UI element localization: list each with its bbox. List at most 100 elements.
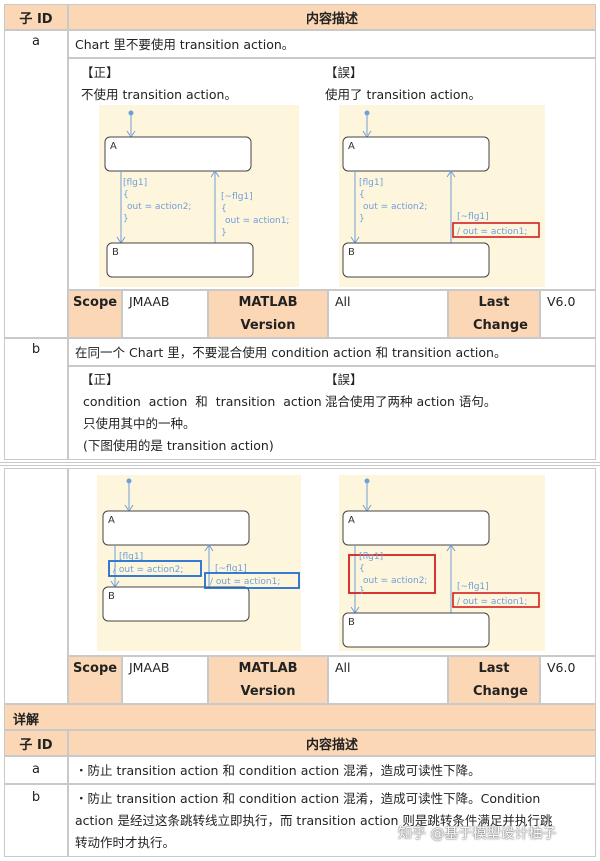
details-row-b-line-2: action 是经过这条跳转线立即执行，而 transition action … xyxy=(75,813,553,828)
details-row-b-line-3: 转动作时才执行。 xyxy=(75,835,176,850)
row-b-correct-diagram: A B [flg1] / out = action2; [~flg1] / ou… xyxy=(97,475,301,651)
row-a-wrong-diagram: A B [flg1] { out = action2; } [~flg1] / … xyxy=(339,105,545,287)
brace-close: } xyxy=(359,586,365,596)
details-row-a-id: a xyxy=(4,756,68,784)
row-b-change-value: V6.0 xyxy=(540,656,596,704)
state-b-label: B xyxy=(112,247,119,258)
row-a-correct-diagram: A B [flg1] { out = action2; } [~flg1] { … xyxy=(99,105,299,287)
details-title: 详解 xyxy=(4,704,596,730)
default-transition-dot xyxy=(126,478,132,484)
condition-not-flg1: [~flg1] xyxy=(457,212,489,222)
row-b-description: 在同一个 Chart 里，不要混合使用 condition action 和 t… xyxy=(68,338,596,366)
state-a-label: A xyxy=(348,141,355,152)
arrow-head xyxy=(204,544,214,552)
state-b-box xyxy=(342,612,490,648)
brace-close: } xyxy=(359,214,365,224)
row-a-version-value: All xyxy=(328,290,448,338)
condition-action2: out = action2; xyxy=(363,576,427,586)
arrow-head xyxy=(446,170,456,178)
row-a-correct-tag: 【正】 xyxy=(81,65,119,80)
arrow-head xyxy=(446,544,456,552)
watermark: 知乎 @基于模型设计柚子 xyxy=(398,826,557,842)
state-b-box xyxy=(342,242,490,278)
description-header: 内容描述 xyxy=(68,4,596,30)
page-break xyxy=(0,462,600,466)
state-a-box xyxy=(342,510,490,546)
arrow-head xyxy=(210,170,220,178)
highlight-transition-action xyxy=(452,222,540,238)
details-row-b-line-1: ・防止 transition action 和 condition action… xyxy=(75,791,541,806)
row-b-wrong-tag: 【誤】 xyxy=(325,372,363,387)
state-a-label: A xyxy=(110,141,117,152)
sub-id-header: 子 ID xyxy=(4,4,68,30)
default-transition-dot xyxy=(128,110,134,116)
brace-close: } xyxy=(123,214,129,224)
condition-flg1: [flg1] xyxy=(359,552,383,562)
transition-action1: / out = action1; xyxy=(457,227,527,237)
row-a-wrong-text: 使用了 transition action。 xyxy=(325,87,481,102)
state-b-label: B xyxy=(348,247,355,258)
row-b-correct-text-2: 只使用其中的一种。 xyxy=(83,416,196,431)
state-b-box xyxy=(102,586,250,622)
condition-action1: out = action1; xyxy=(225,216,289,226)
row-a-scope-value: JMAAB xyxy=(122,290,208,338)
highlight-transition-action xyxy=(452,592,540,608)
condition-action2: out = action2; xyxy=(363,202,427,212)
details-description-header: 内容描述 xyxy=(68,730,596,756)
details-row-b-text: ・防止 transition action 和 condition action… xyxy=(68,784,596,857)
row-b-version-label: MATLAB Version xyxy=(208,656,328,704)
row-a-version-label: MATLAB Version xyxy=(208,290,328,338)
condition-flg1: [flg1] xyxy=(359,178,383,188)
row-b-correct-tag: 【正】 xyxy=(81,372,119,387)
condition-not-flg1: [~flg1] xyxy=(457,582,489,592)
transition-action1: / out = action1; xyxy=(210,577,280,587)
state-b-box xyxy=(106,242,254,278)
condition-flg1: [flg1] xyxy=(119,552,143,562)
row-a-scope-label: Scope xyxy=(68,290,122,338)
brace-open: { xyxy=(359,190,365,200)
row-a-description: Chart 里不要使用 transition action。 xyxy=(68,30,596,58)
row-b-example-panel: A B [flg1] / out = action2; [~flg1] / ou… xyxy=(68,468,596,656)
condition-not-flg1: [~flg1] xyxy=(215,564,247,574)
row-b-version-value: All xyxy=(328,656,448,704)
transition-action2: / out = action2; xyxy=(113,565,183,575)
default-transition-dot xyxy=(364,478,370,484)
row-a-id: a xyxy=(4,30,68,338)
row-b-text-panel: 【正】 condition action 和 transition action… xyxy=(68,366,596,460)
details-row-a-text: ・防止 transition action 和 condition action… xyxy=(68,756,596,784)
condition-action2: out = action2; xyxy=(127,202,191,212)
diagram-background xyxy=(97,475,301,651)
row-b-correct-text-3: (下图使用的是 transition action) xyxy=(83,438,274,453)
details-sub-id-header: 子 ID xyxy=(4,730,68,756)
row-b-id-continued xyxy=(4,468,68,704)
transition-action1: / out = action1; xyxy=(457,597,527,607)
row-b-wrong-text: 混合使用了两种 action 语句。 xyxy=(325,394,497,409)
state-a-label: A xyxy=(348,515,355,526)
condition-not-flg1: [~flg1] xyxy=(221,192,253,202)
row-b-wrong-diagram: A B [flg1] { out = action2; } [~flg1] / … xyxy=(339,475,545,651)
condition-flg1: [flg1] xyxy=(123,178,147,188)
row-a-correct-text: 不使用 transition action。 xyxy=(81,87,237,102)
state-a-box xyxy=(102,510,250,546)
row-b-id: b xyxy=(4,338,68,460)
brace-open: { xyxy=(359,564,365,574)
row-b-change-label: Last Change xyxy=(448,656,540,704)
row-a-change-value: V6.0 xyxy=(540,290,596,338)
state-b-label: B xyxy=(348,617,355,628)
default-transition-dot xyxy=(364,110,370,116)
state-a-box xyxy=(104,136,252,172)
state-a-box xyxy=(342,136,490,172)
row-b-scope-label: Scope xyxy=(68,656,122,704)
row-a-example-panel: 【正】 不使用 transition action。 【誤】 使用了 trans… xyxy=(68,58,596,290)
brace-open: { xyxy=(221,204,227,214)
row-a-change-label: Last Change xyxy=(448,290,540,338)
row-a-wrong-tag: 【誤】 xyxy=(325,65,363,80)
highlight-transition-action-b-to-a xyxy=(204,572,300,589)
row-b-correct-text-1: condition action 和 transition action xyxy=(83,394,322,409)
brace-close: } xyxy=(221,228,227,238)
details-row-b-id: b xyxy=(4,784,68,857)
brace-open: { xyxy=(123,190,129,200)
highlight-condition-action xyxy=(348,554,436,594)
row-b-scope-value: JMAAB xyxy=(122,656,208,704)
